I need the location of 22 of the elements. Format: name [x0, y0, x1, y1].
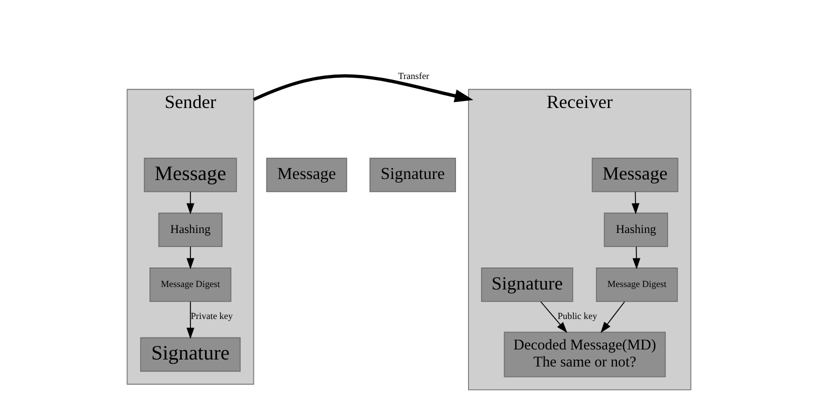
node-box: Message Digest	[595, 268, 678, 302]
arrow	[600, 301, 624, 334]
arrow	[540, 301, 567, 333]
arrow	[631, 191, 639, 214]
node-box: Message	[143, 158, 236, 192]
node-box: Signature	[480, 268, 573, 302]
node-box: Hashing	[158, 212, 222, 248]
edge-label: Public key	[557, 312, 597, 322]
arrow	[186, 246, 194, 270]
node-box: Signature	[368, 158, 456, 192]
node-box: Message	[591, 158, 678, 192]
arrow	[186, 191, 194, 214]
node-box: Decoded Message(MD) The same or not?	[503, 332, 666, 378]
edge-label: Private key	[190, 312, 232, 322]
node-box: Message Digest	[148, 268, 231, 302]
arrow	[186, 301, 194, 339]
edge-label: Transfer	[398, 72, 429, 82]
node-box: Message	[266, 158, 347, 192]
arrow	[252, 74, 473, 102]
arrow	[632, 246, 640, 270]
node-box: Signature	[140, 337, 240, 372]
node-box: Hashing	[603, 212, 668, 248]
